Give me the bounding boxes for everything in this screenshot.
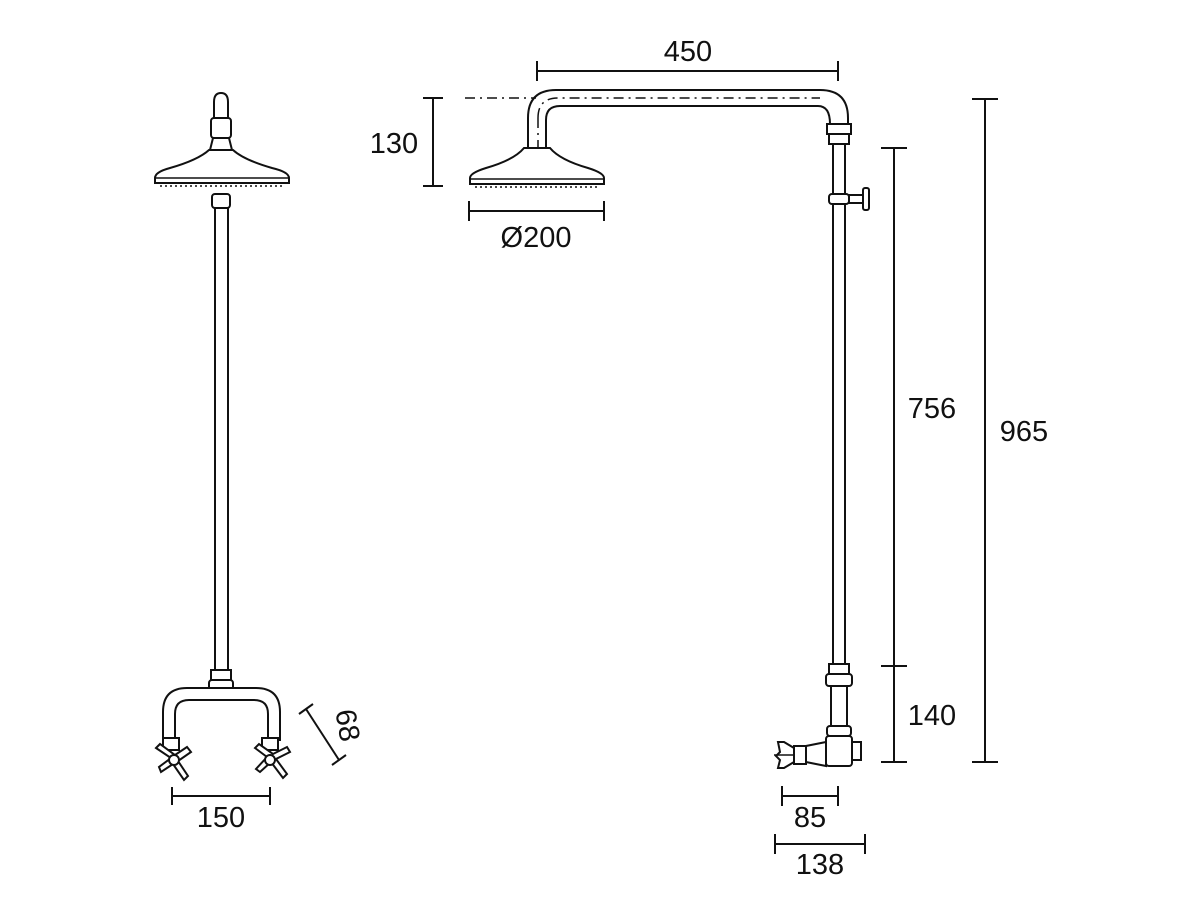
dim-arm-length-label: 450 (664, 36, 712, 68)
dim-valve-depth: 85 (781, 786, 839, 834)
dim-valve-height-label: 140 (908, 700, 956, 732)
dim-overall-depth: 138 (774, 834, 866, 881)
side-view: 450 130 Ø200 756 140 (370, 36, 1048, 881)
front-left-tap (154, 737, 193, 782)
dim-head-diameter-label: Ø200 (501, 222, 572, 254)
dim-valve-height: 140 (881, 666, 956, 763)
side-valve-top-nut (826, 725, 852, 737)
side-arm-joint-lower (828, 133, 850, 145)
dim-rail-height: 756 (881, 147, 956, 667)
front-left-tap-boss (168, 754, 180, 766)
dim-head-drop-label: 130 (370, 128, 418, 160)
dim-tap-projection-label: 68 (328, 707, 365, 744)
side-wall-bracket (828, 187, 870, 211)
dim-head-diameter: Ø200 (468, 201, 605, 254)
dim-arm-length: 450 (536, 36, 839, 81)
front-view: 150 68 (154, 91, 365, 834)
side-valve-body (825, 735, 853, 767)
dim-tap-centres: 150 (171, 787, 271, 834)
dim-overall-height: 965 (972, 98, 1048, 763)
front-shower-rose (154, 149, 290, 184)
side-arm-centreline (537, 97, 820, 119)
side-riser-rail (832, 143, 846, 665)
front-lower-joint (210, 669, 232, 681)
side-valve (774, 735, 862, 769)
front-riser-rail (214, 207, 229, 671)
dim-tap-centres-label: 150 (197, 802, 245, 834)
front-bridge (162, 687, 281, 741)
dim-rail-height-label: 756 (908, 393, 956, 425)
side-valve-wall-plate (851, 741, 862, 761)
side-lower-nut (825, 673, 853, 687)
dim-overall-height-label: 965 (1000, 416, 1048, 448)
dim-tap-projection: 68 (298, 703, 365, 766)
front-right-tap-boss (264, 754, 276, 766)
side-arm-joint (826, 123, 852, 135)
side-shower-rose (469, 147, 605, 185)
front-right-tap (253, 737, 292, 780)
front-head-stem (208, 137, 234, 151)
side-valve-spindle (805, 740, 827, 768)
front-upper-joint (211, 193, 231, 209)
dim-overall-depth-label: 138 (796, 849, 844, 881)
side-lower-joint (828, 663, 850, 675)
dim-head-drop: 130 (370, 97, 443, 187)
side-valve-pipe (830, 685, 848, 727)
side-valve-shroud (793, 745, 807, 765)
side-shower-arm (527, 89, 849, 151)
front-right-tap-body (261, 737, 279, 751)
front-left-tap-body (162, 737, 180, 751)
dim-valve-depth-label: 85 (794, 802, 826, 834)
front-arm-nut (210, 117, 232, 139)
